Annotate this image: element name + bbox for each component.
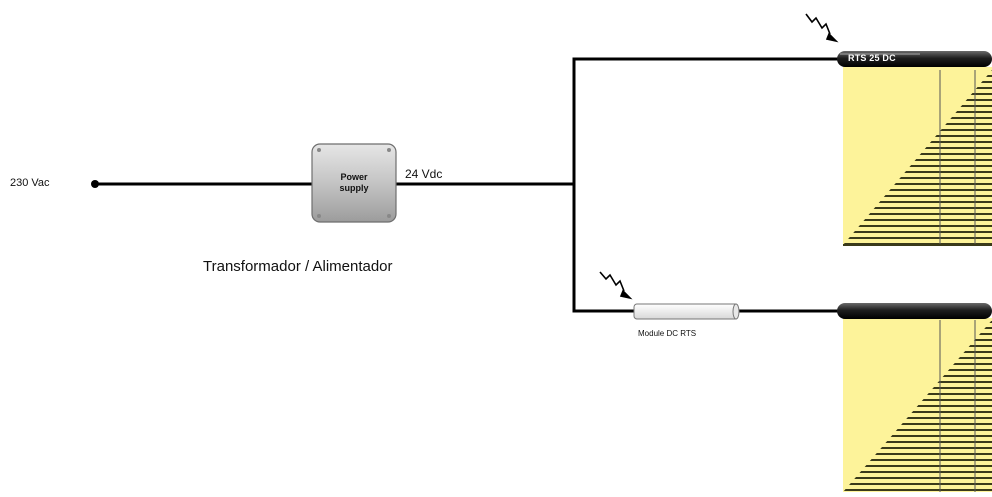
radio-signal-icon [805, 13, 839, 43]
power-supply-line1: Power [340, 172, 368, 182]
power-supply-label: Power supply [309, 172, 399, 194]
power-supply-line2: supply [339, 183, 369, 193]
input-terminal-dot [91, 180, 99, 188]
motor-tube-top [837, 51, 992, 67]
input-voltage-label: 230 Vac [10, 177, 50, 189]
blind-top [843, 67, 992, 246]
radio-signal-icon [599, 271, 633, 300]
module-dc-rts-body [633, 303, 740, 320]
motor-tube-label: RTS 25 DC [848, 53, 896, 63]
blind-bottom [843, 318, 992, 492]
power-supply-box [311, 143, 397, 223]
output-voltage-label: 24 Vdc [405, 167, 443, 181]
module-caption: Module DC RTS [638, 329, 697, 338]
power-supply-caption: Transformador / Alimentador [203, 258, 393, 275]
motor-tube-bottom [837, 303, 992, 319]
main-wiring [93, 57, 845, 313]
